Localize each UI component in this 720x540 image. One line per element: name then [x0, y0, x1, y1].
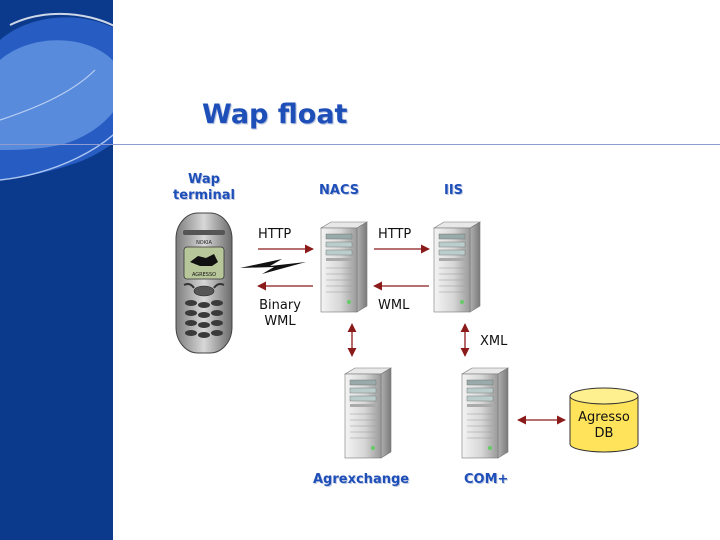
phone-screen-text: AGRESSO [192, 272, 216, 278]
mobile-phone-icon: NOKIA AGRESSO [175, 212, 233, 354]
wireless-lightning-icon [240, 259, 306, 274]
iis-label: IIS [444, 183, 464, 198]
binary-wml-line-1: Binary [259, 298, 301, 313]
header-divider [0, 144, 720, 145]
agresso-db-line-1: Agresso [578, 410, 630, 425]
nacs-label: NACS [319, 183, 360, 198]
binary-wml-label: Binary WML [252, 298, 308, 330]
wap-terminal-label: Wap terminal [168, 172, 240, 204]
wap-terminal-line-2: terminal [173, 188, 235, 203]
com-server-icon [461, 367, 509, 459]
wml-label: WML [378, 298, 410, 313]
xml-label: XML [480, 334, 508, 349]
agresso-db-label: Agresso DB [570, 410, 638, 442]
sidebar-decoration [0, 0, 113, 540]
nacs-server-icon [320, 221, 368, 313]
iis-server-icon [433, 221, 481, 313]
com-plus-label: COM+ [464, 472, 509, 487]
binary-wml-line-2: WML [264, 314, 296, 329]
agrexchange-server-icon [344, 367, 392, 459]
http-right-label: HTTP [378, 227, 412, 242]
database-icon [569, 387, 639, 453]
agrexchange-label: Agrexchange [313, 472, 410, 487]
wap-terminal-line-1: Wap [188, 172, 220, 187]
http-left-label: HTTP [258, 227, 292, 242]
agresso-db-line-2: DB [594, 426, 614, 441]
phone-brand: NOKIA [196, 240, 212, 246]
slide-title: Wap float [202, 99, 348, 130]
swirl-graphic [0, 12, 113, 181]
